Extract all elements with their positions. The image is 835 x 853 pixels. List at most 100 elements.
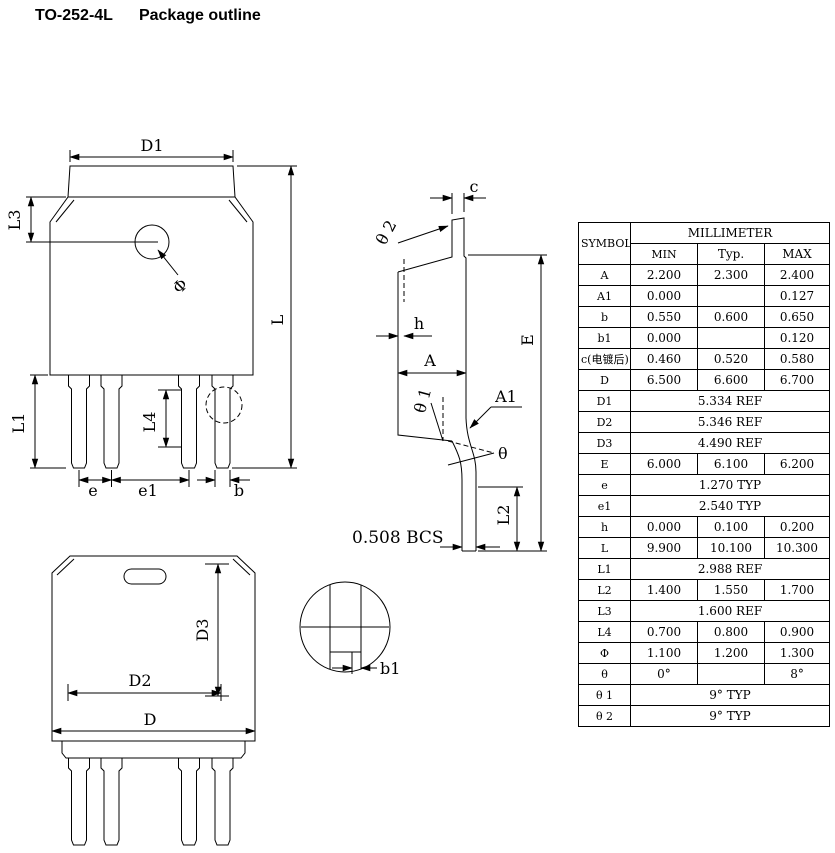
cell-span: 5.334 REF xyxy=(629,390,831,412)
cell-min: 9.900 xyxy=(630,537,698,559)
cell-min: 6.500 xyxy=(630,369,698,391)
detail-circle xyxy=(299,581,391,673)
front-body-outline xyxy=(49,196,254,376)
label-D3: D3 xyxy=(193,618,212,641)
cell-symbol: L2 xyxy=(578,579,631,601)
cell-max: 8° xyxy=(763,663,831,685)
label-L3: L3 xyxy=(5,210,24,231)
dim-L: L xyxy=(232,165,297,469)
bottom-lead-3 xyxy=(178,758,200,846)
header-millimeter: MILLIMETER xyxy=(629,222,831,244)
dim-b1: b1 xyxy=(332,652,400,678)
cell-symbol: e1 xyxy=(578,495,631,517)
side-view: c θ 2 h A θ 1 A1 xyxy=(352,177,547,552)
label-L1: L1 xyxy=(9,413,28,434)
cell-max: 1.700 xyxy=(763,579,831,601)
cell-max: 1.300 xyxy=(763,642,831,664)
cell-symbol: L xyxy=(578,537,631,559)
front-chamfer-line-right xyxy=(228,199,248,223)
cell-typ xyxy=(697,285,765,307)
cell-typ: 1.200 xyxy=(697,642,765,664)
front-chamfer-line-left xyxy=(55,199,75,223)
side-body-left-outline xyxy=(397,272,453,442)
cell-typ: 6.600 xyxy=(697,369,765,391)
label-A1: A1 xyxy=(494,387,517,406)
cell-symbol: b1 xyxy=(578,327,631,349)
cell-symbol: c(电镀后) xyxy=(578,348,631,370)
cell-span: 5.346 REF xyxy=(629,411,831,433)
label-D: D xyxy=(144,710,157,729)
page-subtitle: Package outline xyxy=(138,7,261,24)
label-L4: L4 xyxy=(140,412,159,433)
dim-bcs: 0.508 BCS xyxy=(352,528,500,551)
dim-theta: θ xyxy=(447,440,508,466)
detail-callout-circle xyxy=(205,386,243,424)
cell-symbol: D xyxy=(578,369,631,391)
cell-max: 0.200 xyxy=(763,516,831,538)
cell-typ: 1.550 xyxy=(697,579,765,601)
dim-h: h xyxy=(376,314,432,340)
cell-span: 9° TYP xyxy=(629,684,831,706)
label-theta: θ xyxy=(498,444,508,463)
cell-typ xyxy=(697,663,765,685)
cell-symbol: L1 xyxy=(578,558,631,580)
cell-min: 0.000 xyxy=(630,285,698,307)
bottom-slot xyxy=(123,568,167,585)
dim-theta2: θ 2 xyxy=(372,217,449,248)
bottom-lead-1 xyxy=(68,758,90,846)
cell-symbol: θ xyxy=(578,663,631,685)
cell-symbol: A1 xyxy=(578,285,631,307)
dim-D2: D2 xyxy=(67,671,222,701)
cell-min: 1.400 xyxy=(630,579,698,601)
dim-phi: Φ xyxy=(157,249,191,297)
bottom-lead-4 xyxy=(211,758,234,846)
cell-max: 2.400 xyxy=(763,264,831,286)
cell-min: 2.200 xyxy=(630,264,698,286)
label-E: E xyxy=(518,334,537,346)
dim-e-e1: e e1 xyxy=(78,470,190,500)
dim-L3: L3 xyxy=(5,196,158,243)
front-lead-3 xyxy=(178,375,200,469)
cell-symbol: h xyxy=(578,516,631,538)
detail-view: b1 xyxy=(299,581,400,678)
bottom-band-outline xyxy=(61,741,246,759)
side-lead-inner-edge xyxy=(451,440,463,551)
front-lead-2 xyxy=(100,375,123,469)
cell-max: 6.200 xyxy=(763,453,831,475)
cell-span: 9° TYP xyxy=(629,705,831,727)
header-symbol: SYMBOL xyxy=(578,222,631,265)
label-L2: L2 xyxy=(494,505,513,526)
front-lead-1 xyxy=(68,375,90,469)
dim-E: E xyxy=(468,254,547,552)
front-lead-4 xyxy=(211,375,234,469)
cell-typ: 0.600 xyxy=(697,306,765,328)
cell-span: 4.490 REF xyxy=(629,432,831,454)
header-min: MIN xyxy=(630,243,698,265)
cell-symbol: A xyxy=(578,264,631,286)
dim-b: b xyxy=(197,470,250,500)
bottom-chamfer-left xyxy=(56,558,75,576)
cell-max: 0.127 xyxy=(763,285,831,307)
label-h: h xyxy=(414,314,424,333)
header-max: MAX xyxy=(763,243,831,265)
dim-D: D xyxy=(51,710,256,735)
cell-symbol: b xyxy=(578,306,631,328)
dim-L4: L4 xyxy=(140,389,181,448)
cell-symbol: D3 xyxy=(578,432,631,454)
bottom-chamfer-right xyxy=(232,558,251,576)
